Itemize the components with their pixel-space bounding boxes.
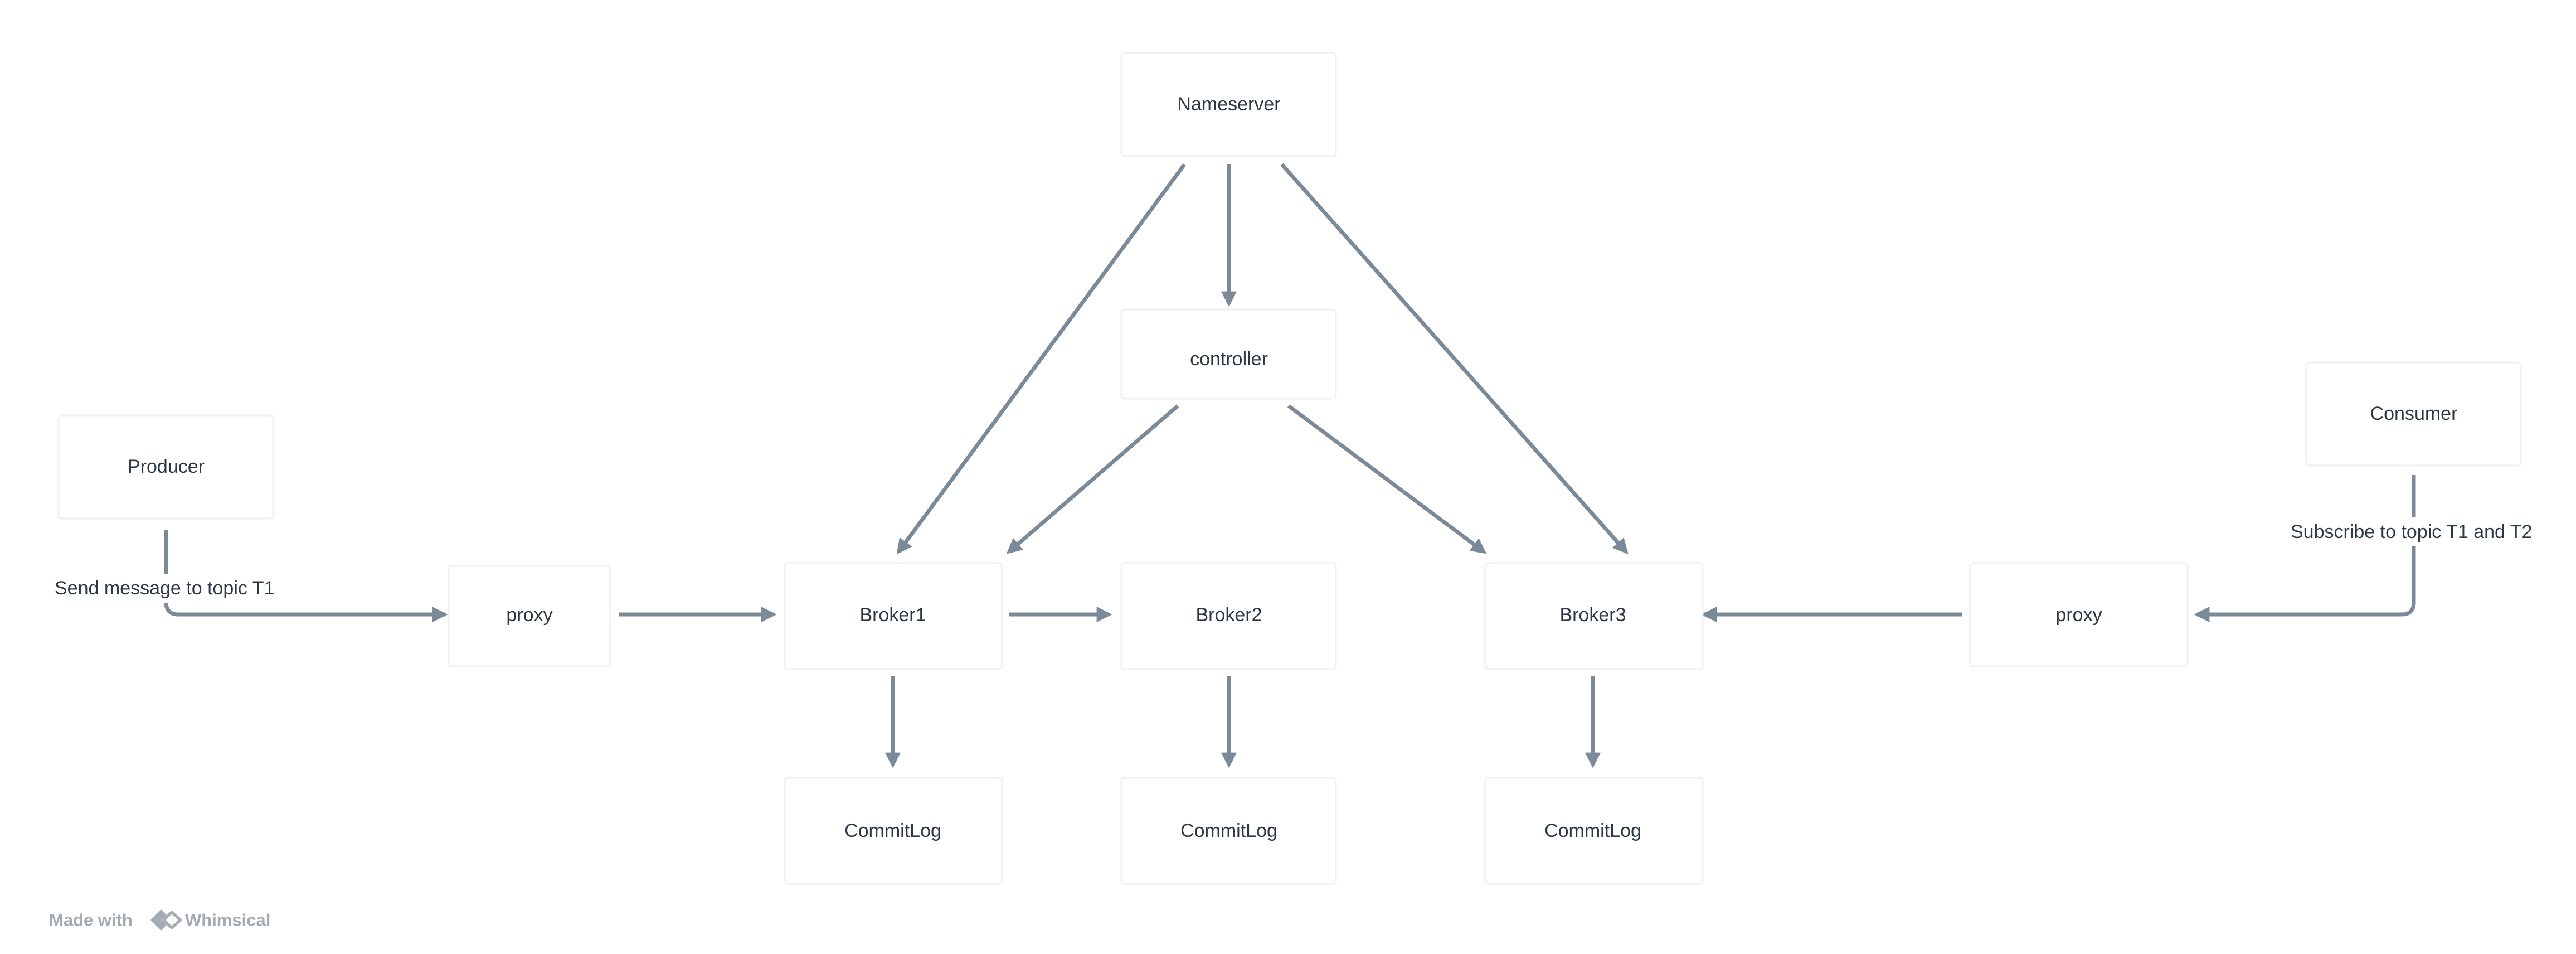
node-label: Broker2 (1195, 604, 1262, 626)
node-label: CommitLog (844, 820, 941, 841)
edge-label-bg (2288, 517, 2541, 546)
edge-consumer-to-proxy-right (2194, 475, 2416, 622)
nodes: Nameserver controller Producer Consumer … (57, 52, 2522, 885)
node-label: CommitLog (1180, 820, 1277, 841)
edge-nameserver-to-broker3 (1280, 163, 1629, 555)
node-commitlog-2[interactable]: CommitLog (1120, 777, 1337, 885)
edge-label-producer-send: Send message to topic T1 (55, 578, 274, 599)
node-consumer[interactable]: Consumer (2305, 361, 2522, 467)
edges (164, 163, 2416, 768)
node-producer[interactable]: Producer (57, 414, 274, 520)
whimsical-logo-icon (150, 909, 182, 931)
edge-label-bg (51, 574, 285, 603)
node-label: Broker3 (1559, 604, 1626, 626)
edge-nameserver-to-broker1 (896, 163, 1186, 555)
node-nameserver[interactable]: Nameserver (1120, 52, 1337, 157)
node-label: CommitLog (1544, 820, 1641, 841)
node-broker3[interactable]: Broker3 (1484, 562, 1704, 670)
edge-controller-to-broker1 (1006, 404, 1179, 554)
node-label: proxy (506, 604, 552, 626)
node-proxy-right[interactable]: proxy (1969, 562, 2189, 667)
node-controller[interactable]: controller (1120, 308, 1337, 400)
node-label: Consumer (2370, 403, 2458, 424)
node-label: Producer (128, 456, 205, 477)
node-commitlog-1[interactable]: CommitLog (784, 777, 1003, 885)
node-label: Broker1 (859, 604, 926, 626)
edge-label-consumer-subscribe: Subscribe to topic T1 and T2 (2291, 521, 2532, 543)
footer-made-with-text: Made with (49, 911, 133, 930)
node-label: controller (1190, 348, 1268, 370)
edge-labels: Send message to topic T1 Subscribe to to… (51, 517, 2541, 603)
footer-made-with-whimsical[interactable]: Made with Whimsical (49, 909, 270, 931)
node-commitlog-3[interactable]: CommitLog (1484, 777, 1704, 885)
node-broker1[interactable]: Broker1 (784, 562, 1003, 670)
footer-brand-text: Whimsical (185, 911, 270, 930)
node-broker2[interactable]: Broker2 (1120, 562, 1337, 670)
node-proxy-left[interactable]: proxy (448, 565, 611, 667)
node-label: Nameserver (1177, 94, 1280, 115)
node-label: proxy (2055, 604, 2102, 626)
edge-controller-to-broker3 (1287, 404, 1487, 554)
